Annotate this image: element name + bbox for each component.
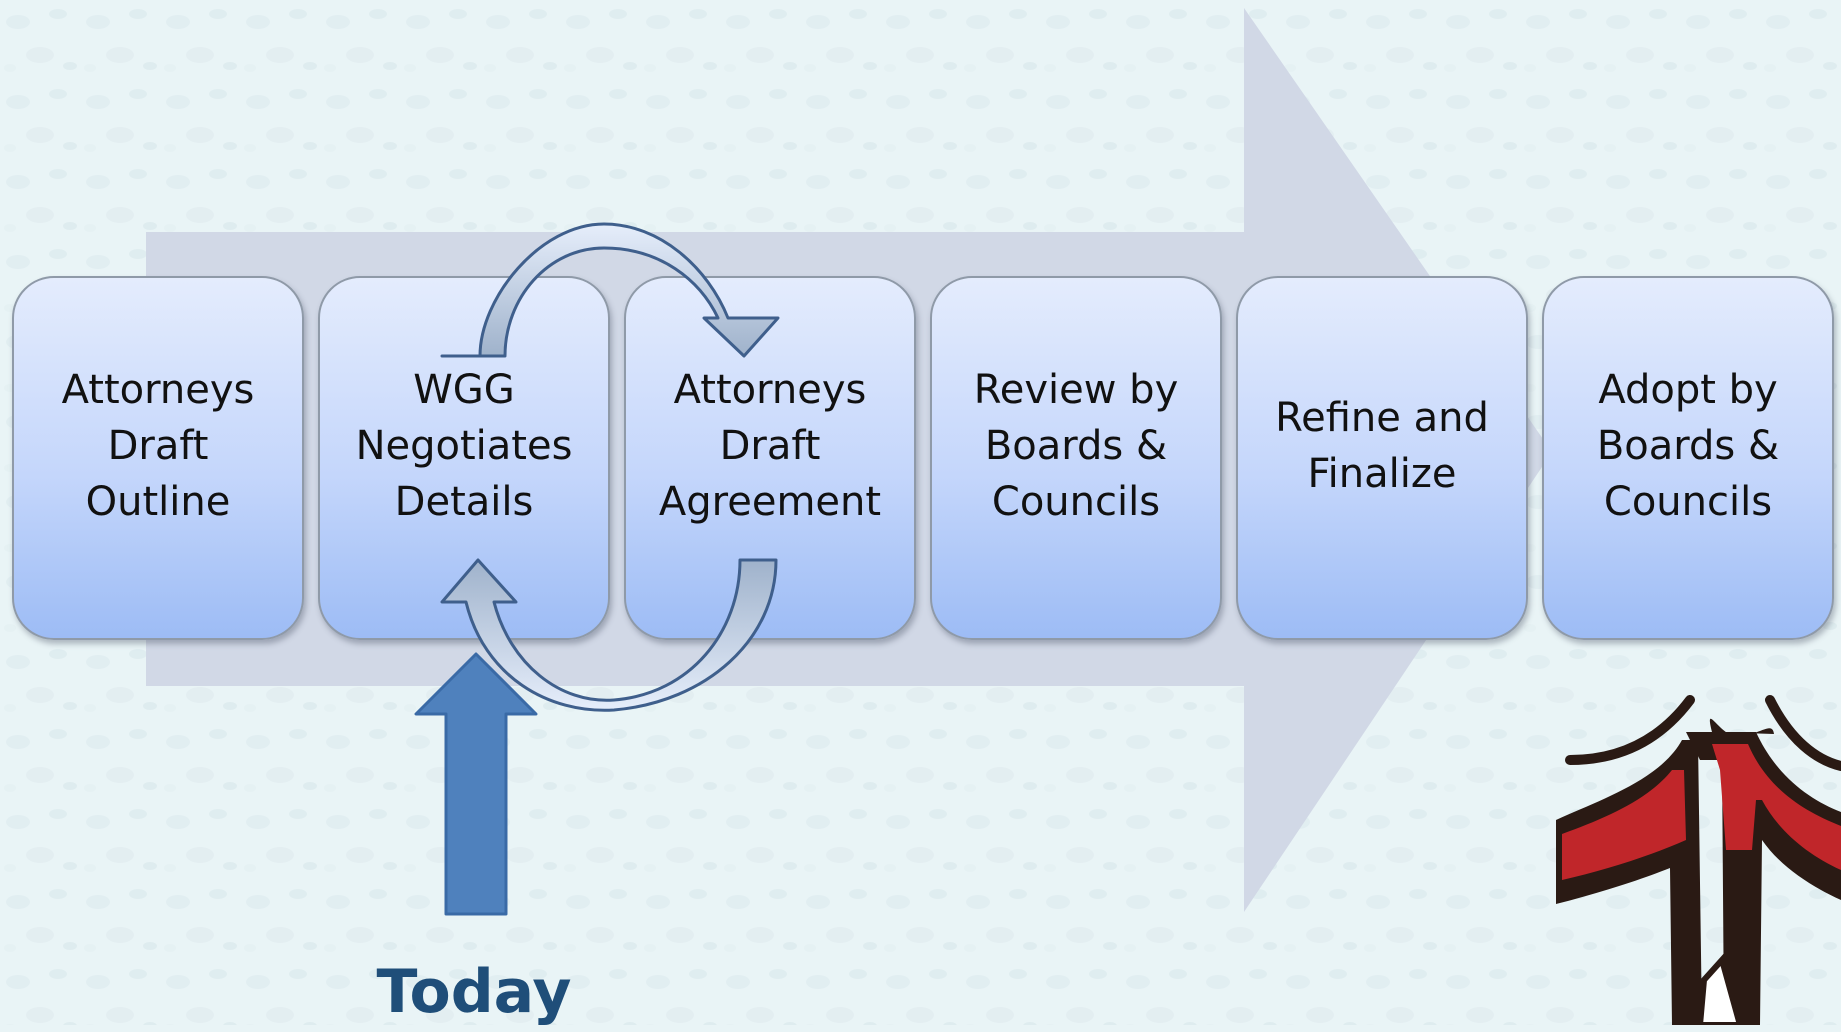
step-label: WGG Negotiates Details [355, 367, 573, 525]
step-label: Refine and Finalize [1275, 395, 1489, 497]
tribal-emblem-icon [1556, 695, 1841, 1025]
step-label: Attorneys Draft Outline [61, 367, 255, 525]
step-adopt-by-boards-councils: Adopt by Boards & Councils [1542, 276, 1834, 640]
step-label: Attorneys Draft Agreement [658, 367, 882, 525]
step-label: Review by Boards & Councils [973, 367, 1179, 525]
step-refine-and-finalize: Refine and Finalize [1236, 276, 1528, 640]
step-attorneys-draft-outline: Attorneys Draft Outline [12, 276, 304, 640]
up-arrow-icon [414, 652, 538, 916]
circular-arrows-icon [440, 222, 780, 712]
today-label: Today [376, 957, 572, 1027]
step-attorneys-draft-agreement: Attorneys Draft Agreement [624, 276, 916, 640]
step-review-by-boards-councils: Review by Boards & Councils [930, 276, 1222, 640]
step-label: Adopt by Boards & Councils [1596, 367, 1780, 525]
